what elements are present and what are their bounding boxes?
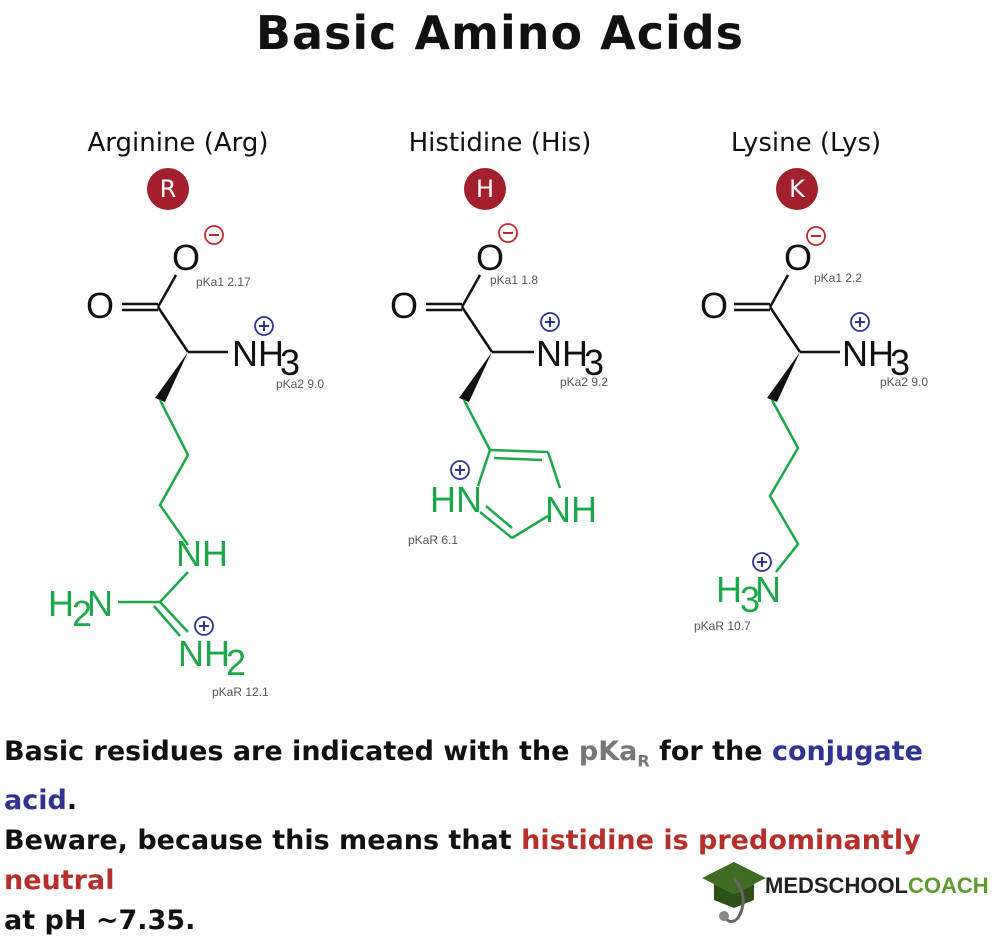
histidine-structure: O O NH 3 HN NH pKa1 1.8 pKa2 9.2 pKaR 6.… <box>390 223 608 547</box>
lysine-pka2: pKa2 9.0 <box>880 375 928 389</box>
svg-text:NH: NH <box>536 333 588 374</box>
histidine-pka1: pKa1 1.8 <box>490 273 538 287</box>
arginine-pkaR: pKaR 12.1 <box>212 685 269 699</box>
svg-text:H: H <box>48 583 74 624</box>
histidine-pka2: pKa2 9.2 <box>560 375 608 389</box>
footer-line-1: Basic residues are indicated with the pK… <box>4 736 923 817</box>
histidine-letter-badge: H <box>464 168 506 210</box>
arginine-name: Arginine (Arg) <box>87 128 269 158</box>
arginine-pka2: pKa2 9.0 <box>276 377 324 391</box>
svg-text:O: O <box>86 285 114 326</box>
brand-name: MEDSCHOOLCOACH <box>765 873 989 898</box>
svg-text:HN: HN <box>430 479 482 520</box>
histidine-name: Histidine (His) <box>408 128 592 158</box>
footer-line-3: at pH ~7.35. <box>4 905 196 937</box>
svg-text:NH: NH <box>842 333 894 374</box>
lysine-letter-badge: K <box>776 168 818 210</box>
svg-text:O: O <box>172 237 200 278</box>
svg-text:NH: NH <box>176 533 228 574</box>
histidine-pkaR: pKaR 6.1 <box>408 533 458 547</box>
pka-term: pKaR <box>578 736 650 771</box>
svg-text:3: 3 <box>740 579 760 620</box>
svg-text:O: O <box>476 237 504 278</box>
svg-text:NH: NH <box>232 333 284 374</box>
svg-text:N: N <box>87 583 113 624</box>
svg-text:H: H <box>716 569 742 610</box>
arginine-structure: O O NH 3 NH H 2 N NH 2 pKa1 2.17 pKa2 9.… <box>48 225 324 699</box>
svg-text:O: O <box>784 237 812 278</box>
svg-text:2: 2 <box>72 593 92 634</box>
arginine-letter-badge: R <box>147 168 189 210</box>
lysine-name: Lysine (Lys) <box>730 128 882 158</box>
svg-text:O: O <box>700 285 728 326</box>
svg-text:3: 3 <box>280 342 300 383</box>
svg-text:O: O <box>390 285 418 326</box>
svg-text:3: 3 <box>584 342 604 383</box>
lysine-pka1: pKa1 2.2 <box>814 271 862 285</box>
medschoolcoach-logo <box>702 862 766 923</box>
lysine-pkaR: pKaR 10.7 <box>694 619 751 633</box>
svg-text:NH: NH <box>178 633 230 674</box>
histidine-warning: histidine is predominantly neutral <box>4 825 921 897</box>
footer-line-2: Beware, because this means that histidin… <box>4 825 921 897</box>
footer-note: Basic residues are indicated with the pK… <box>4 732 994 941</box>
lysine-structure: O O NH 3 H 3 N pKa1 2.2 pKa2 9.0 pKaR 10… <box>694 226 928 633</box>
conjugate-acid-term: conjugate acid <box>4 736 923 817</box>
arginine-pka1: pKa1 2.17 <box>196 275 251 289</box>
svg-text:2: 2 <box>226 642 246 683</box>
svg-text:3: 3 <box>890 342 910 383</box>
svg-text:NH: NH <box>545 489 597 530</box>
page-title: Basic Amino Acids <box>255 6 745 60</box>
svg-text:N: N <box>755 569 781 610</box>
